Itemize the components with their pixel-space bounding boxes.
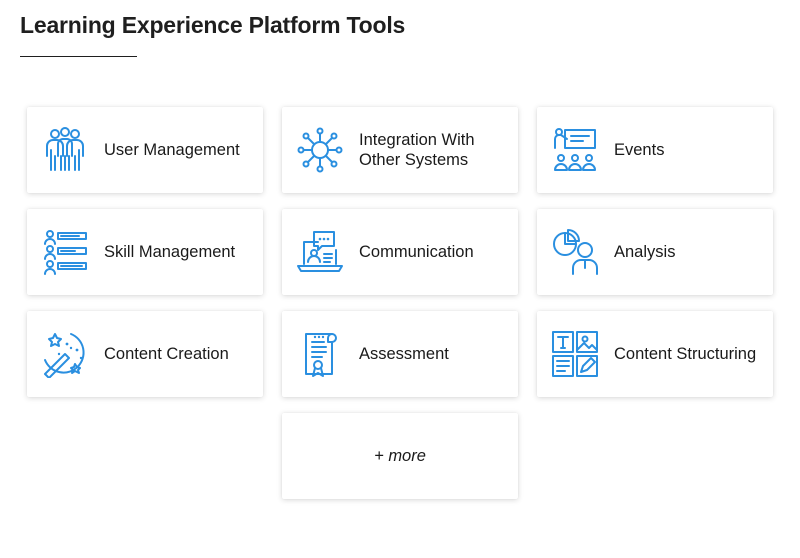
more-label: + more bbox=[374, 447, 426, 465]
card-label: Assessment bbox=[359, 345, 449, 363]
magic-wand-icon bbox=[40, 329, 90, 379]
card-user-management[interactable]: User Management bbox=[27, 107, 263, 193]
card-label: Skill Management bbox=[104, 243, 236, 261]
layout-blocks-icon bbox=[550, 329, 600, 379]
card-label: Analysis bbox=[614, 243, 676, 261]
card-analysis[interactable]: Analysis bbox=[537, 209, 773, 295]
card-assessment[interactable]: Assessment bbox=[282, 311, 518, 397]
presentation-audience-icon bbox=[550, 125, 600, 175]
card-integration[interactable]: Integration With Other Systems bbox=[282, 107, 518, 193]
card-content-creation[interactable]: Content Creation bbox=[27, 311, 263, 397]
certificate-scroll-icon bbox=[295, 329, 345, 379]
card-events[interactable]: Events bbox=[537, 107, 773, 193]
page-title: Learning Experience Platform Tools bbox=[20, 12, 406, 38]
laptop-chat-icon bbox=[295, 227, 345, 277]
card-label: Integration With Other Systems bbox=[359, 131, 475, 169]
card-content-structuring[interactable]: Content Structuring bbox=[537, 311, 773, 397]
skill-bars-icon bbox=[40, 227, 90, 277]
title-underline bbox=[20, 56, 137, 57]
card-label: Communication bbox=[359, 243, 474, 261]
card-label: Content Structuring bbox=[614, 345, 757, 363]
card-label: Events bbox=[614, 141, 665, 159]
card-communication[interactable]: Communication bbox=[282, 209, 518, 295]
users-group-icon bbox=[40, 125, 90, 175]
network-hub-icon bbox=[295, 125, 345, 175]
card-skill-management[interactable]: Skill Management bbox=[27, 209, 263, 295]
more-button[interactable]: + more bbox=[282, 413, 518, 499]
card-label: User Management bbox=[104, 141, 240, 159]
analyst-pie-chart-icon bbox=[550, 227, 600, 277]
card-label: Content Creation bbox=[104, 345, 229, 363]
